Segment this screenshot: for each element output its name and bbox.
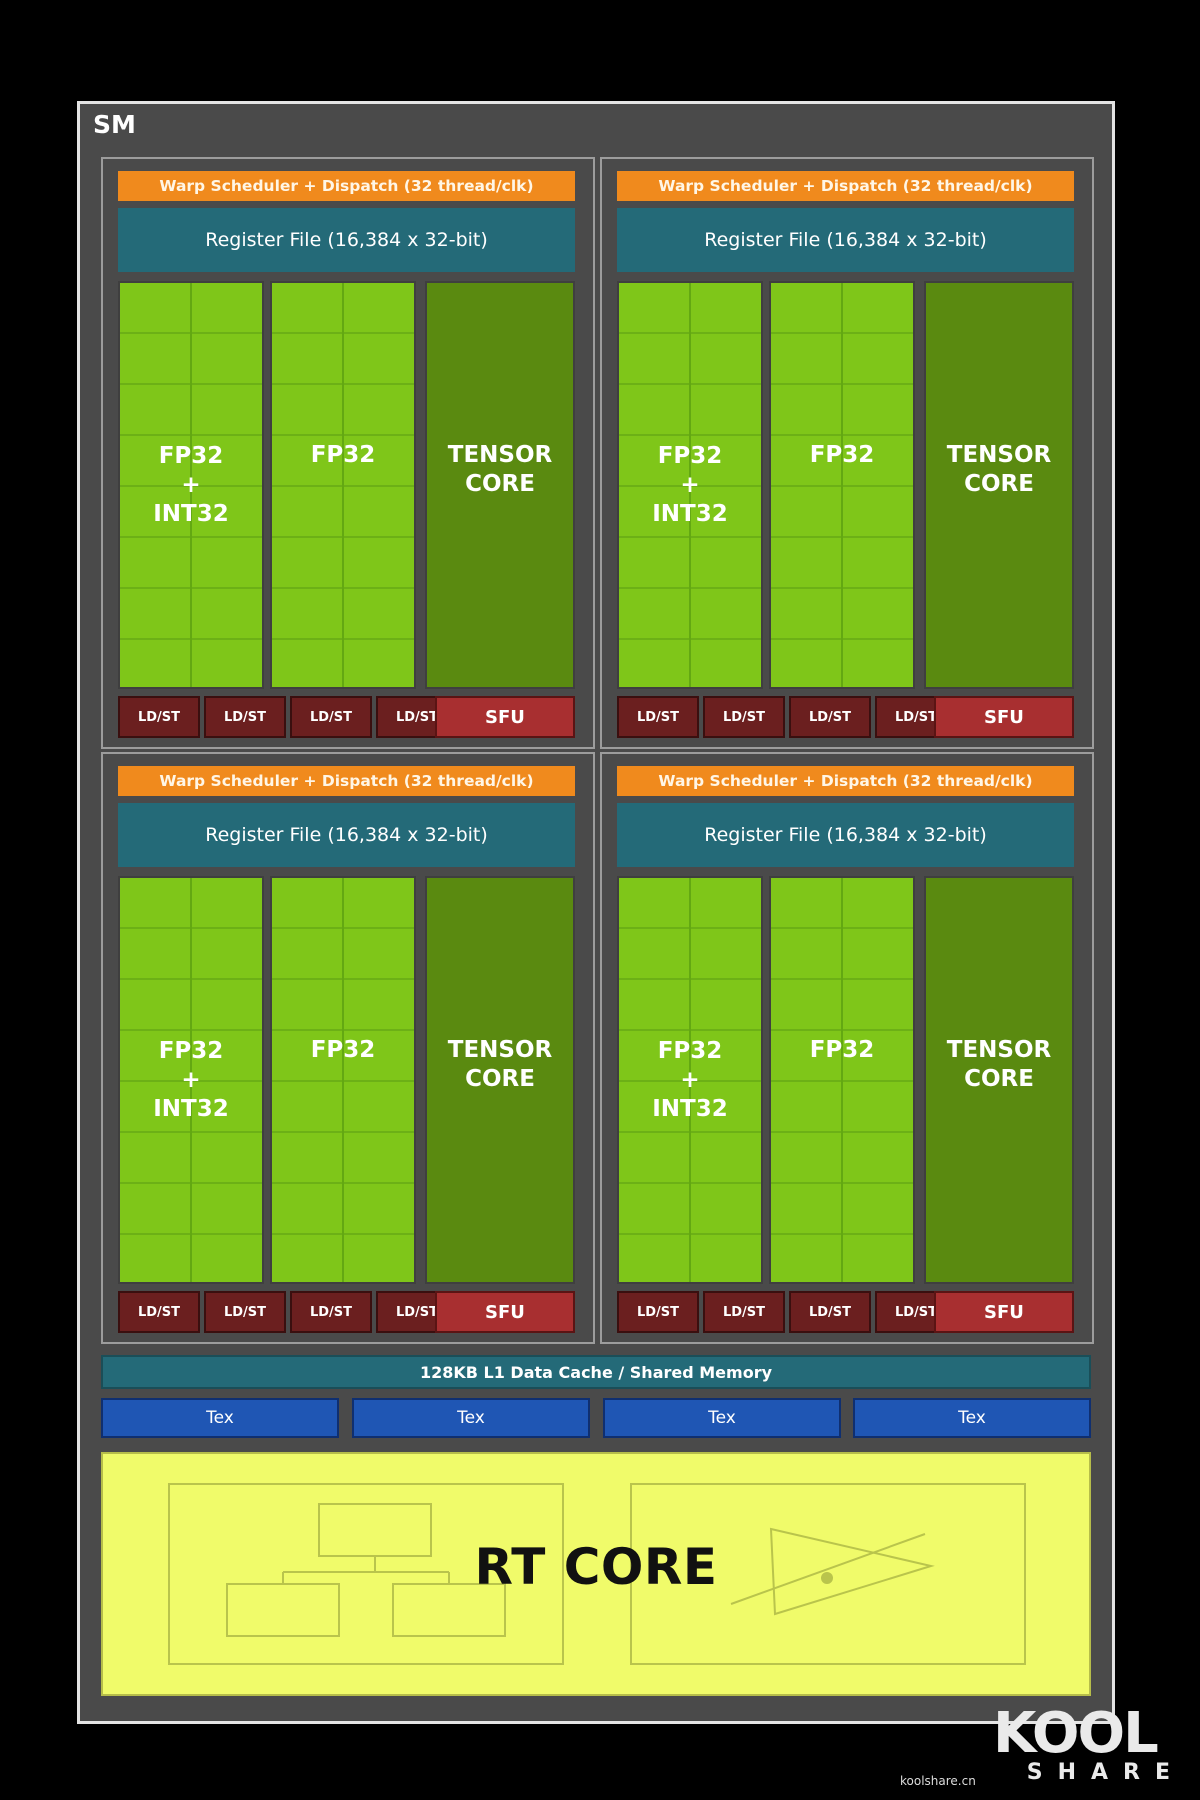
tensor-core-unit: TENSOR CORE [425, 876, 575, 1284]
rt-core-label: RT CORE [474, 1538, 718, 1596]
tex-unit: Tex [101, 1398, 339, 1438]
tex-unit: Tex [603, 1398, 841, 1438]
bvh-child-node [392, 1583, 506, 1637]
fp32-int32-label: FP32 + INT32 [652, 442, 728, 527]
ldst-unit: LD/ST [118, 1291, 200, 1333]
tensor-core-label: TENSOR CORE [946, 442, 1052, 497]
watermark-site: koolshare.cn [900, 1774, 976, 1788]
register-file: Register File (16,384 x 32-bit) [118, 803, 575, 867]
warp-scheduler: Warp Scheduler + Dispatch (32 thread/clk… [617, 766, 1074, 796]
ldst-unit: LD/ST [703, 696, 785, 738]
koolshare-watermark: KOOL SHARE [985, 1694, 1185, 1794]
warp-scheduler: Warp Scheduler + Dispatch (32 thread/clk… [118, 171, 575, 201]
bvh-child-node [226, 1583, 340, 1637]
ldst-unit: LD/ST [204, 1291, 286, 1333]
warp-scheduler: Warp Scheduler + Dispatch (32 thread/clk… [617, 171, 1074, 201]
fp32-int32-unit: FP32 + INT32 [118, 281, 264, 689]
rt-core: RT CORE [101, 1452, 1091, 1696]
processing-block: Warp Scheduler + Dispatch (32 thread/clk… [600, 752, 1094, 1344]
fp32-int32-label: FP32 + INT32 [153, 442, 229, 527]
fp32-unit: FP32 [270, 281, 416, 689]
rt-core-illustrations [168, 1483, 1026, 1665]
fp32-label: FP32 [809, 442, 875, 468]
fp32-unit: FP32 [769, 281, 915, 689]
tex-unit: Tex [352, 1398, 590, 1438]
fp32-unit: FP32 [270, 876, 416, 1284]
sm-block: SM Warp Scheduler + Dispatch (32 thread/… [77, 101, 1115, 1724]
triangle-shape [769, 1527, 935, 1616]
sfu-unit: SFU [934, 1291, 1074, 1333]
tensor-core-unit: TENSOR CORE [924, 876, 1074, 1284]
register-file: Register File (16,384 x 32-bit) [118, 208, 575, 272]
fp32-int32-label: FP32 + INT32 [652, 1037, 728, 1122]
fp32-int32-unit: FP32 + INT32 [617, 876, 763, 1284]
sm-label: SM [93, 110, 136, 139]
ldst-unit: LD/ST [617, 1291, 699, 1333]
ldst-unit: LD/ST [290, 1291, 372, 1333]
processing-block: Warp Scheduler + Dispatch (32 thread/clk… [101, 157, 595, 749]
tensor-core-label: TENSOR CORE [447, 1037, 553, 1092]
koolshare-logo: KOOL [993, 1702, 1160, 1760]
ldst-unit: LD/ST [204, 696, 286, 738]
ray-line [730, 1533, 926, 1605]
ldst-unit: LD/ST [118, 696, 200, 738]
koolshare-logo-text: KOOL [993, 1702, 1158, 1760]
tensor-core-label: TENSOR CORE [447, 442, 553, 497]
fp32-int32-unit: FP32 + INT32 [118, 876, 264, 1284]
ldst-unit: LD/ST [617, 696, 699, 738]
bvh-panel [168, 1483, 564, 1665]
fp32-unit: FP32 [769, 876, 915, 1284]
intersection-point [821, 1572, 833, 1584]
ldst-unit: LD/ST [789, 696, 871, 738]
tensor-core-label: TENSOR CORE [946, 1037, 1052, 1092]
ray-triangle-panel [630, 1483, 1026, 1665]
fp32-label: FP32 [310, 442, 376, 468]
fp32-int32-label: FP32 + INT32 [153, 1037, 229, 1122]
processing-block: Warp Scheduler + Dispatch (32 thread/clk… [600, 157, 1094, 749]
fp32-label: FP32 [310, 1037, 376, 1063]
processing-block: Warp Scheduler + Dispatch (32 thread/clk… [101, 752, 595, 1344]
register-file: Register File (16,384 x 32-bit) [617, 803, 1074, 867]
tensor-core-unit: TENSOR CORE [924, 281, 1074, 689]
tex-unit: Tex [853, 1398, 1091, 1438]
sfu-unit: SFU [435, 1291, 575, 1333]
tensor-core-unit: TENSOR CORE [425, 281, 575, 689]
ldst-unit: LD/ST [290, 696, 372, 738]
fp32-int32-unit: FP32 + INT32 [617, 281, 763, 689]
register-file: Register File (16,384 x 32-bit) [617, 208, 1074, 272]
ldst-unit: LD/ST [789, 1291, 871, 1333]
fp32-label: FP32 [809, 1037, 875, 1063]
warp-scheduler: Warp Scheduler + Dispatch (32 thread/clk… [118, 766, 575, 796]
sfu-unit: SFU [435, 696, 575, 738]
sfu-unit: SFU [934, 696, 1074, 738]
l1-cache: 128KB L1 Data Cache / Shared Memory [101, 1355, 1091, 1389]
watermark-share: SHARE [1026, 1760, 1185, 1785]
ldst-unit: LD/ST [703, 1291, 785, 1333]
